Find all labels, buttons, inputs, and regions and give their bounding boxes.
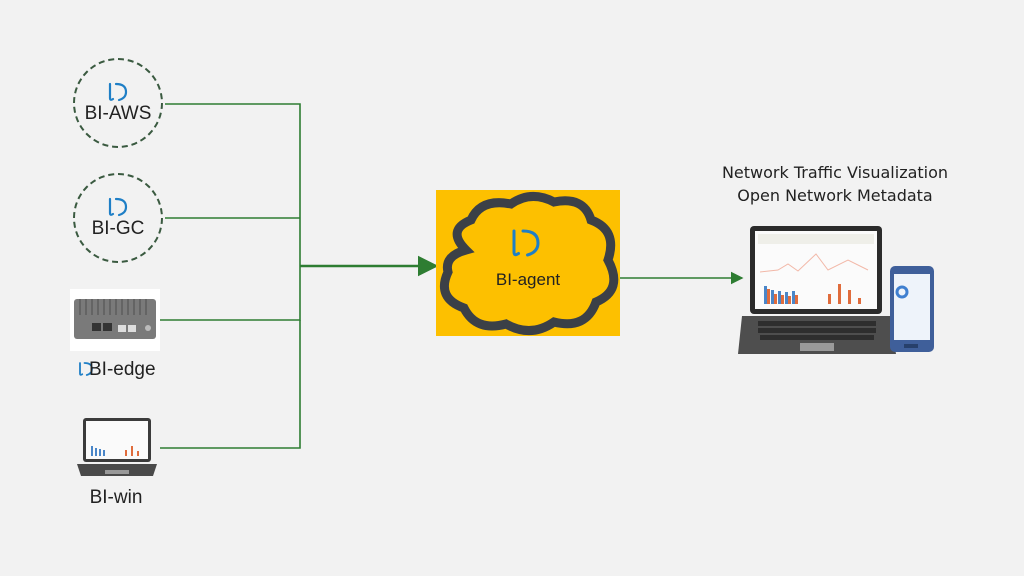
bi-logo-icon <box>108 197 128 217</box>
bi-aws-node <box>73 58 163 148</box>
output-title-line1: Network Traffic Visualization <box>721 163 949 182</box>
bi-aws-label: BI-AWS <box>84 103 152 124</box>
bi-logo-icon <box>79 362 93 376</box>
edge-bi-edge <box>160 266 301 321</box>
bi-gc-label: BI-GC <box>91 218 145 239</box>
bi-logo-icon <box>108 82 128 102</box>
cloud-icon <box>440 192 619 335</box>
dashboard-devices-icon <box>738 226 934 354</box>
edge-bi-win <box>160 320 301 449</box>
bi-logo-icon <box>512 229 540 257</box>
edge-bi-aws <box>165 103 301 266</box>
bi-edge-label: BI-edge <box>89 359 156 380</box>
bi-win-label: BI-win <box>89 487 143 508</box>
bi-gc-node <box>73 173 163 263</box>
edge-appliance-icon <box>70 289 160 351</box>
laptop-icon <box>77 418 157 476</box>
bi-agent-label: BI-agent <box>495 270 561 289</box>
output-title-line2: Open Network Metadata <box>737 186 933 205</box>
